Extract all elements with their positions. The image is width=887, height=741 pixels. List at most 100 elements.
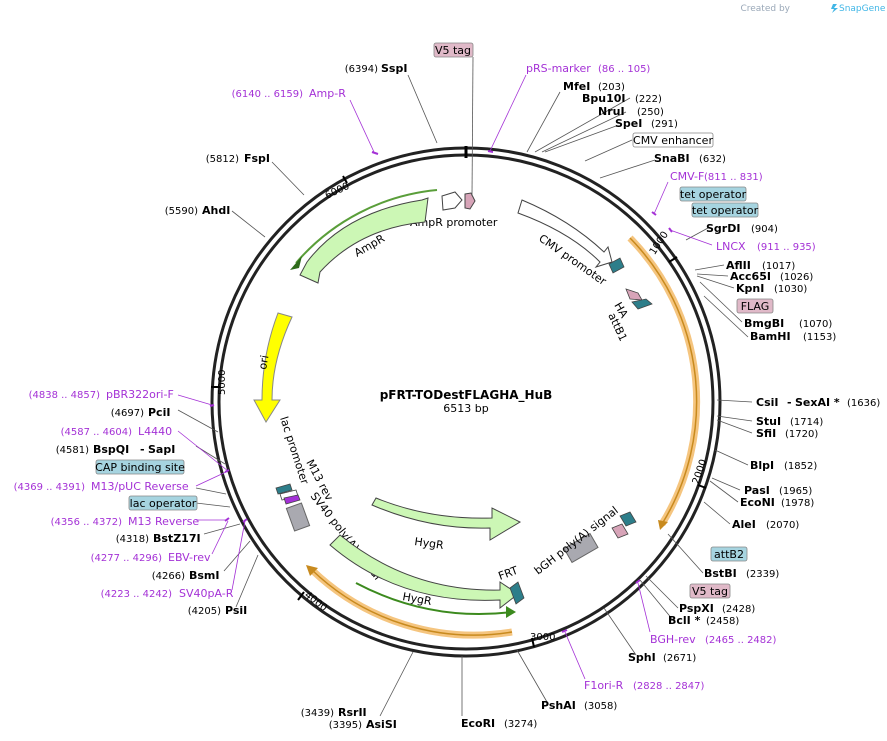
enzyme-pos: (1026) <box>780 272 813 283</box>
hygr-outer-label: HygR <box>401 590 433 608</box>
enzyme-pos: (5590) <box>165 206 198 217</box>
primer-range: (4277 .. 4296) <box>91 553 163 564</box>
tet-operator-mark <box>608 257 625 274</box>
primer-range: (811 .. 831) <box>704 172 763 183</box>
ampr-arrow <box>299 197 429 284</box>
enzyme-pos: (904) <box>751 224 778 235</box>
ampr-promoter-feature: AmpR promoter <box>410 191 498 229</box>
primer-range: (4838 .. 4857) <box>29 390 101 401</box>
credit-brand: SnapGene <box>839 4 886 14</box>
primer-name: M13 Reverse <box>128 515 199 528</box>
enzyme-name: FspI <box>244 152 270 165</box>
hygr-outer-feature: HygR <box>329 534 519 618</box>
ori-arrow <box>253 312 293 423</box>
tick-1000: 1000 <box>648 230 671 257</box>
enzyme-pos: (2428) <box>722 604 755 615</box>
enzyme-pos: (291) <box>651 119 678 130</box>
enzyme-name: AsiSI <box>366 718 397 731</box>
enzyme-pos: (1852) <box>784 461 817 472</box>
tet-operator-1-label: tet operator <box>680 188 747 201</box>
enzyme-pos: (3058) <box>584 701 617 712</box>
enzyme-pos: (632) <box>699 154 726 165</box>
primer-name: pBR322ori-F <box>106 388 174 401</box>
tick-3000: 3000 <box>530 632 555 643</box>
enzyme-name: BlpI <box>750 459 774 472</box>
enzyme-pos: (2339) <box>746 569 779 580</box>
svg-text:-: - <box>140 443 145 456</box>
cap-binding-site-label: CAP binding site <box>95 461 185 474</box>
enzyme-name: AleI <box>732 518 756 531</box>
primer-name: SV40pA-R <box>179 587 234 600</box>
enzyme-name: PasI <box>744 484 770 497</box>
enzyme-pos: (6394) <box>345 64 378 75</box>
primer-name: CMV-F <box>670 170 704 183</box>
attb2-label: attB2 <box>714 548 744 561</box>
primer-labels: (6140 .. 6159) Amp-R pRS-marker (86 .. 1… <box>14 62 816 692</box>
tick-4000: 4000 <box>302 590 329 614</box>
enzyme-pos: (5812) <box>206 154 239 165</box>
enzyme-pos: (1030) <box>774 284 807 295</box>
plasmid-title: pFRT-TODestFLAGHA_HuB 6513 bp <box>380 388 553 415</box>
enzyme-name: MfeI <box>563 80 590 93</box>
v5-tag-top-label: V5 tag <box>435 44 471 57</box>
enzyme-name: SexAI * <box>795 396 840 409</box>
orange-arcs <box>306 235 701 639</box>
primer-name: pRS-marker <box>526 62 591 75</box>
snapgene-credit: Created by SnapGene <box>740 4 886 14</box>
plasmid-name: pFRT-TODestFLAGHA_HuB <box>380 388 553 403</box>
enzyme-pos: (1153) <box>803 332 836 343</box>
enzyme-name: PshAI <box>541 699 576 712</box>
enzyme-pos: (1070) <box>799 319 832 330</box>
enzyme-pos: (4697) <box>111 408 144 419</box>
ori-feature: ori <box>253 312 293 423</box>
primer-name: L4440 <box>138 425 172 438</box>
credit-prefix: Created by <box>740 4 790 14</box>
primer-range: (4356 .. 4372) <box>51 517 123 528</box>
enzyme-pos: (1978) <box>781 498 814 509</box>
primer-range: (911 .. 935) <box>757 242 816 253</box>
enzyme-pos: (1636) <box>847 398 880 409</box>
flag-label: FLAG <box>741 300 770 313</box>
enzyme-labels: (6394) SspI (5812) FspI (5590) AhdI MfeI… <box>56 62 881 731</box>
cmv-promoter-feature: CMV promoter <box>517 199 625 288</box>
cmv-promoter-arrow <box>517 199 613 268</box>
enzyme-pos: (1017) <box>762 261 795 272</box>
ori-label: ori <box>256 354 271 370</box>
enzyme-name: PciI <box>148 406 170 419</box>
enzyme-pos: (2671) <box>663 653 696 664</box>
enzyme-pos: (2070) <box>766 520 799 531</box>
ha-attb1-feature: HA attB1 <box>605 288 653 343</box>
primer-name: M13/pUC Reverse <box>91 480 189 493</box>
bgh-polya-feature: bGH poly(A) signal <box>532 504 637 577</box>
enzyme-pos: (4318) <box>116 534 149 545</box>
lac-promoter-label: lac promoter <box>277 415 311 486</box>
enzyme-pos: (4266) <box>152 571 185 582</box>
enzyme-pos: (222) <box>635 94 662 105</box>
enzyme-name: EcoNI <box>740 496 775 509</box>
attb2-mark <box>619 511 637 527</box>
enzyme-name: SphI <box>628 651 656 664</box>
enzyme-pos: (250) <box>637 107 664 118</box>
enzyme-name: Bpu10I <box>582 92 626 105</box>
enzyme-name: SpeI <box>615 117 642 130</box>
enzyme-name: PsiI <box>225 604 247 617</box>
enzyme-pos: (1714) <box>790 417 823 428</box>
hygr-inner-label: HygR <box>414 535 445 552</box>
enzyme-name: BamHI <box>750 330 791 343</box>
primer-connectors <box>177 74 713 680</box>
tet-operator-2-label: tet operator <box>692 204 759 217</box>
enzyme-name: AflII <box>726 259 751 272</box>
primer-range: (2828 .. 2847) <box>633 681 705 692</box>
enzyme-name: StuI <box>756 415 781 428</box>
orange-arc-right-edge <box>629 237 698 525</box>
enzyme-name: NruI <box>598 105 625 118</box>
enzyme-name: BmgBI <box>744 317 784 330</box>
primer-range: (86 .. 105) <box>598 64 650 75</box>
enzyme-name: BstZ17I <box>153 532 201 545</box>
enzyme-name: EcoRI <box>461 717 495 730</box>
sv40-polya-box <box>285 502 311 532</box>
enzyme-pos: (3439) <box>301 708 334 719</box>
primer-name: EBV-rev <box>168 551 211 564</box>
svg-text:-: - <box>787 396 792 409</box>
enzyme-name: BclI * <box>668 614 701 627</box>
